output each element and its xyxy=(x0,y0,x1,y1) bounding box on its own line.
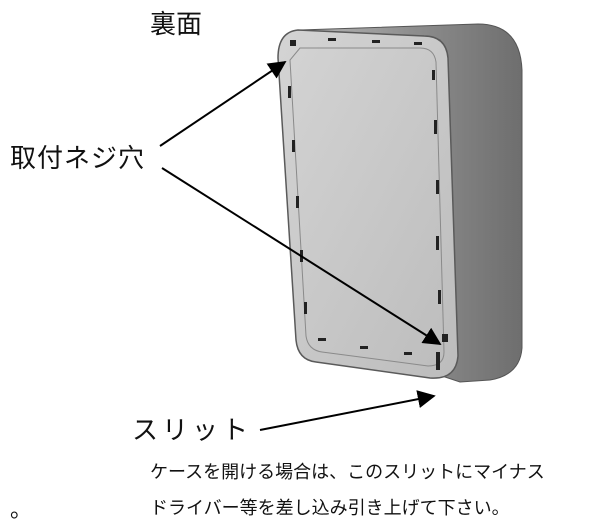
slit-label: スリット xyxy=(132,416,253,446)
arrow-screw-top xyxy=(159,60,287,147)
case-back-face xyxy=(277,29,459,379)
screw-hole-top-left xyxy=(290,40,296,46)
note-line-1: ケースを開ける場合は、このスリットにマイナス xyxy=(150,462,545,483)
arrow-screw-bottom xyxy=(161,167,442,345)
back-side-title: 裏面 xyxy=(150,10,203,40)
arrow-slit xyxy=(259,390,436,431)
screw-holes xyxy=(288,38,448,370)
note-line-2: ドライバー等を差し込み引き上げて下さい。 xyxy=(150,498,510,519)
screw-holes-label: 取付ネジ穴 xyxy=(10,144,146,174)
stray-mark: 。 xyxy=(10,498,33,523)
screw-hole-bottom-right xyxy=(442,334,448,342)
case-side xyxy=(299,23,523,383)
slit xyxy=(436,352,440,370)
